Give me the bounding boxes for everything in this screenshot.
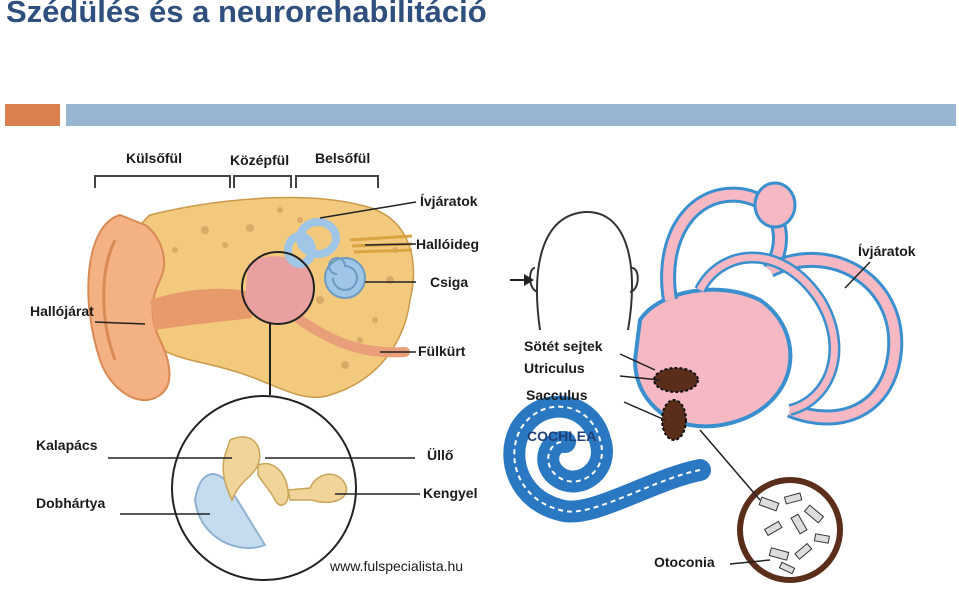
bone-texture [172,207,398,369]
otoconia-detail [737,477,843,583]
label-cochlea: COCHLEA [527,428,597,444]
head-outline-icon [536,210,634,331]
header-accent-bar-orange [5,104,60,126]
label-csiga: Csiga [430,274,469,290]
page-title: Szédülés és a neurorehabilitáció [6,0,487,29]
leader-lines-right [619,261,871,565]
stapes [287,473,348,504]
eardrum [193,473,267,549]
label-kulsoful: Külsőfül [126,150,182,166]
label-kozepful: Középfül [230,152,290,168]
label-ullo: Üllő [427,447,454,463]
incus [257,463,289,506]
label-belsoful: Belsőfül [315,150,371,166]
zoom-source-circle [241,251,315,325]
label-kengyel: Kengyel [423,485,478,501]
vestibule [632,287,793,429]
ear-canal [150,288,252,330]
ear-section-brackets [94,175,379,188]
malleus [222,436,261,502]
label-halloideg: Hallóideg [416,236,480,252]
label-fulkurt: Fülkürt [418,343,466,359]
cochlea-right [503,395,711,523]
label-kalapacs: Kalapács [36,437,98,453]
watermark-url: www.fulspecialista.hu [330,558,464,574]
utriculus-macula [653,367,699,393]
sacculus-macula [661,399,687,441]
semicircular-canals-right [660,186,904,426]
label-hallojarat: Hallójárat [30,303,94,319]
semicircular-canals-left [284,218,340,268]
label-dobhartya: Dobhártya [36,495,106,511]
label-ivjaratok-right: Ívjáratok [858,243,916,259]
leader-lines-left [94,201,420,515]
label-utriculus: Utriculus [524,360,585,376]
middle-ear-cavity [245,256,315,324]
label-ivjaratok-left: Ívjáratok [420,193,478,209]
label-otoconia: Otoconia [654,554,715,570]
label-sacculus: Sacculus [526,387,588,403]
label-sotet-sejtek: Sötét sejtek [524,338,603,354]
cochlea-left [324,257,366,299]
header-accent-bar-blue [66,104,956,126]
